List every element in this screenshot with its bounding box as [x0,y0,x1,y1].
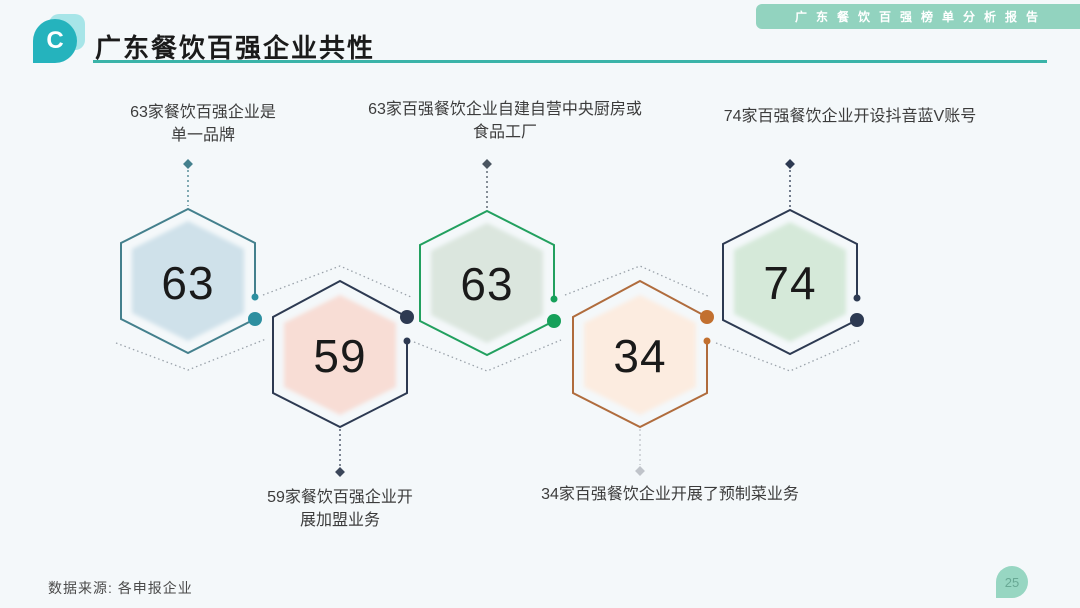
hexagon-fill-4 [584,295,696,415]
hexagon-label-franchise: 59家餐饮百强企业开 展加盟业务 [230,486,450,532]
label-line: 63家餐饮百强企业是 [130,104,276,121]
report-logo: C [33,14,85,66]
hexagon-label-single-brand: 63家餐饮百强企业是 单一品牌 [83,101,323,147]
hexagon-fill-5 [734,222,846,342]
callout-diamond-3 [482,159,492,169]
dotted-link-4 [564,265,711,298]
dotted-link-2 [262,265,412,298]
hexagon-fill-3 [431,223,543,343]
hexagon-label-douyin-account: 74家百强餐饮企业开设抖音蓝V账号 [700,105,1000,128]
dotted-link-1 [115,338,267,371]
label-line: 74家百强餐饮企业开设抖音蓝V账号 [723,108,977,125]
hexagon-dot-small-1 [251,293,259,301]
label-line: 单一品牌 [170,127,235,144]
hexagon-value-central-kitchen: 63 [460,258,514,310]
hexagon-dot-big-4 [700,310,714,324]
hexagon-dot-big-2 [400,310,414,324]
dotted-link-5 [715,339,862,372]
hexagon-label-premade-dishes: 34家百强餐饮企业开展了预制菜业务 [510,483,830,506]
hexagon-value-single-brand: 63 [161,257,215,309]
callout-diamond-5 [785,159,795,169]
label-line: 展加盟业务 [299,512,380,529]
page-title: 广东餐饮百强企业共性 [95,34,376,63]
hexagon-dot-small-2 [403,337,411,345]
label-line: 59家餐饮百强企业开 [267,489,413,506]
hexagon-outline-4 [572,279,708,429]
hexagon-dot-big-1 [248,312,262,326]
hexagon-outline-2 [272,279,408,429]
hexagon-fill-2 [284,295,396,415]
report-name-badge: 广东餐饮百强榜单分析报告 [756,4,1080,29]
hexagon-dot-small-3 [550,295,558,303]
hexagon-outline-1 [120,207,256,355]
hexagon-dot-big-3 [547,314,561,328]
hexagon-fill-1 [132,221,244,341]
hexagon-dot-small-5 [853,294,861,302]
callout-diamond-4 [635,466,645,476]
hexagon-dot-small-4 [703,337,711,345]
data-source-note: 数据来源: 各申报企业 [48,580,193,596]
label-line: 34家百强餐饮企业开展了预制菜业务 [541,486,799,503]
hexagon-value-franchise: 59 [313,330,367,382]
hexagon-value-douyin-account: 74 [763,257,817,309]
hexagon-outline-5 [722,208,858,356]
hexagon-dot-big-5 [850,313,864,327]
label-line: 63家百强餐饮企业自建自营中央厨房或 [368,101,642,118]
hexagon-value-premade-dishes: 34 [613,330,667,382]
hexagon-label-central-kitchen: 63家百强餐饮企业自建自营中央厨房或 食品工厂 [340,98,670,144]
callout-diamond-2 [335,467,345,477]
label-line: 食品工厂 [472,124,537,141]
callout-diamond-1 [183,159,193,169]
title-underline [93,60,1047,63]
logo-letter-icon: C [33,19,77,63]
page-number-badge: 25 [996,566,1028,598]
hexagon-outline-3 [419,209,555,357]
